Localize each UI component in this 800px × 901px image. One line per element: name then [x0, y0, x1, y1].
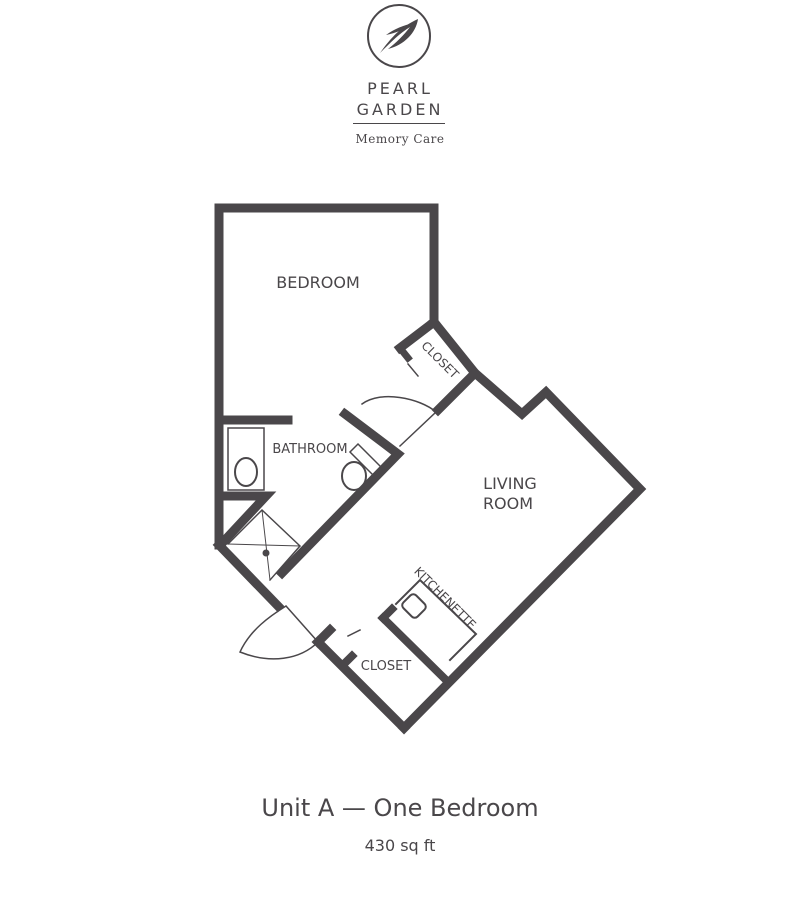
label-closet-lower: CLOSET [361, 659, 412, 674]
wall-lower-left [212, 538, 285, 613]
label-living-line2: ROOM [483, 494, 533, 513]
label-bedroom: BEDROOM [276, 273, 360, 292]
brand-name-line1: PEARL [367, 79, 433, 98]
unit-area: 430 sq ft [364, 836, 436, 855]
door-swing-living [360, 395, 438, 448]
label-living-line1: LIVING [483, 474, 537, 493]
label-kitchenette: KITCHENETTE [411, 564, 479, 632]
wall-bedroom-outer [214, 203, 439, 550]
brand-name-line2: GARDEN [356, 100, 444, 119]
brand-divider [353, 123, 445, 124]
wall-closet-lower [311, 635, 411, 735]
door-swing-entry [238, 605, 320, 660]
unit-title: Unit A — One Bedroom [261, 794, 539, 822]
leaf-icon [367, 4, 431, 68]
shower [226, 508, 302, 582]
kitchenette-counter [394, 578, 478, 662]
label-bathroom: BATHROOM [272, 442, 347, 457]
wall-living-outer [397, 366, 647, 735]
brand-tagline: Memory Care [355, 132, 445, 146]
